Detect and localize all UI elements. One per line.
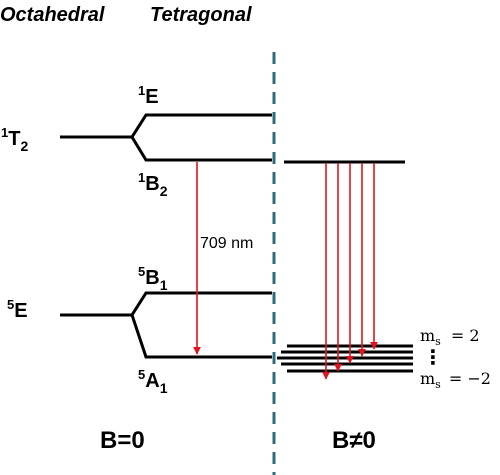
transition-arrows: [193, 162, 378, 380]
label-1e: 1E: [138, 83, 159, 108]
wavelength-label: 709 nm: [200, 235, 253, 252]
label-1b2: 1B2: [138, 170, 168, 199]
upper-split-lines: [130, 113, 272, 162]
ms-bottom-label: ms= −2: [420, 369, 491, 391]
label-5a1: 5A1: [138, 367, 168, 396]
octahedral-header: Octahedral: [0, 4, 105, 26]
label-b-zero: B=0: [100, 427, 145, 454]
tetragonal-header: Tetragonal: [150, 4, 252, 26]
label-5e: 5E: [7, 297, 28, 322]
label-b-nonzero: B≠0: [332, 427, 376, 454]
ms-dots: ⋮: [423, 347, 443, 369]
lower-splitting: [60, 291, 413, 373]
upper-splitting: [60, 113, 405, 164]
lower-split-lines: [130, 291, 272, 359]
label-5b1: 5B1: [138, 264, 168, 293]
label-1t2: 1T2: [1, 125, 28, 154]
ms-top-label: ms= 2: [420, 326, 480, 348]
